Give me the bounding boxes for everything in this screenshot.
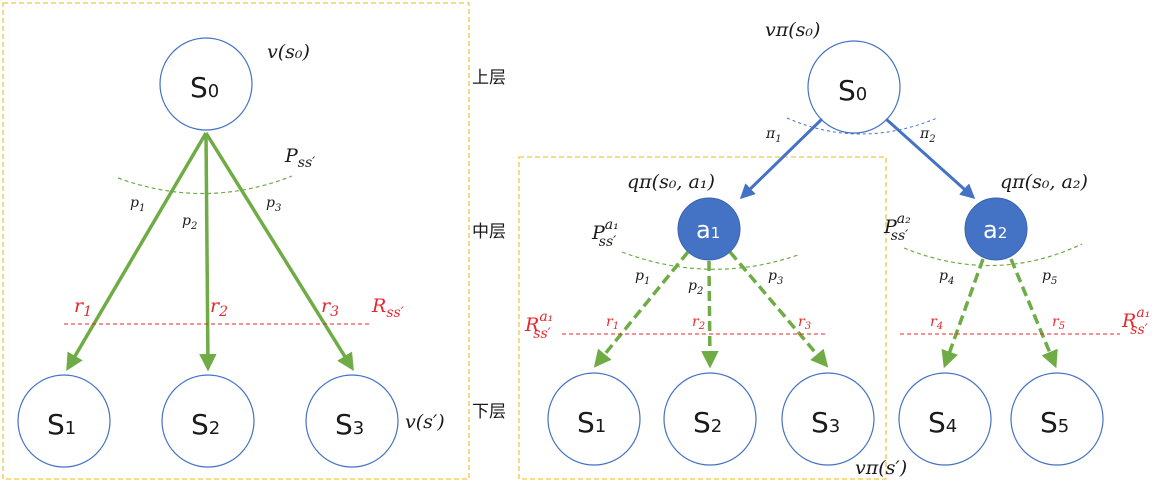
right-reward-1: r1 [606,314,619,332]
left-reward-2: r2 [210,295,228,320]
left-node-s3-label: S3 [335,408,364,441]
right-edges-a2 [941,258,1058,369]
right-prob-3: p3 [768,268,783,287]
right-policy-1: π1 [765,126,782,145]
left-frame [2,2,470,480]
level-lower: 下层 [472,402,506,422]
right-action-a2-label: a2 [983,216,1007,244]
right-prob-2: p2 [688,278,703,297]
right-transition-arc-a1 [621,251,799,270]
right-frame [518,156,887,480]
right-action-a1-label: a1 [696,216,720,244]
left-prob-3: p3 [266,195,281,214]
right-edge-a1-s3 [728,250,829,368]
level-upper: 上层 [472,68,506,88]
left-reward-1: r1 [74,295,92,320]
right-node-s2-label: S2 [693,406,722,439]
left-reward-label: Rss′ [371,295,405,321]
right-node-s4 [898,372,992,466]
right-edge-a1-s1 [593,250,690,368]
right-node-s5 [1010,372,1104,466]
right-policy-2: π2 [919,126,936,145]
level-middle: 中层 [472,222,506,242]
right-node-s1 [547,372,641,466]
left-node-s1 [17,374,111,468]
right-node-s0-label: S0 [838,74,867,107]
right-prob-4: p4 [939,268,954,287]
right-action-a2 [964,197,1028,261]
left-prob-1: p1 [130,195,145,214]
right-node-s2 [663,372,757,466]
right-node-s3 [781,372,875,466]
left-transition-label: Pss′ [284,145,316,171]
right-reward-2: r2 [692,314,705,332]
right-prob-5: p5 [1042,268,1057,287]
right-node-s3-label: S3 [811,406,840,439]
left-node-s0-label: S0 [190,71,219,104]
left-node-s2-label: S2 [191,408,220,441]
left-value-leaf: v(s′) [405,411,445,433]
right-reward-3: r3 [798,314,811,332]
right-value-root: vπ(s₀) [765,19,820,41]
right-edge-a1-s2 [701,260,719,369]
right-action-a1 [677,197,741,261]
right-edge-a2-s5 [1009,258,1058,369]
right-reward-5: r5 [1052,314,1065,332]
left-node-s2 [161,374,255,468]
left-edges [66,132,354,372]
right-value-leaf: vπ(s′) [855,457,907,479]
right-transition-arc-a2 [903,243,1083,267]
right-node-s5-label: S5 [1040,406,1069,439]
left-value-root: v(s₀) [267,41,310,63]
left-node-s1-label: S1 [47,408,76,441]
right-edges-a1 [593,250,829,369]
right-edge-a2-s4 [941,258,985,369]
right-prob-1: p1 [635,268,650,287]
left-edge-s0-s2 [199,132,217,372]
left-reward-3: r3 [321,295,339,320]
left-transition-arc [117,175,293,195]
left-node-s3 [305,374,399,468]
right-edge-s0-a1 [739,117,824,200]
right-node-s1-label: S1 [577,406,606,439]
left-prob-2: p2 [182,213,197,232]
right-q-a1: qπ(s₀, a₁) [627,171,715,193]
right-q-a2: qπ(s₀, a₂) [1000,171,1088,193]
right-node-s0 [807,40,901,134]
right-edge-s0-a2 [884,117,976,200]
left-edge-s0-s3 [204,132,354,371]
right-node-s4-label: S4 [928,406,957,439]
right-policy-arc [786,117,938,135]
left-node-s0 [159,37,253,131]
left-edge-s0-s1 [66,132,208,372]
right-reward-4: r4 [930,314,943,332]
